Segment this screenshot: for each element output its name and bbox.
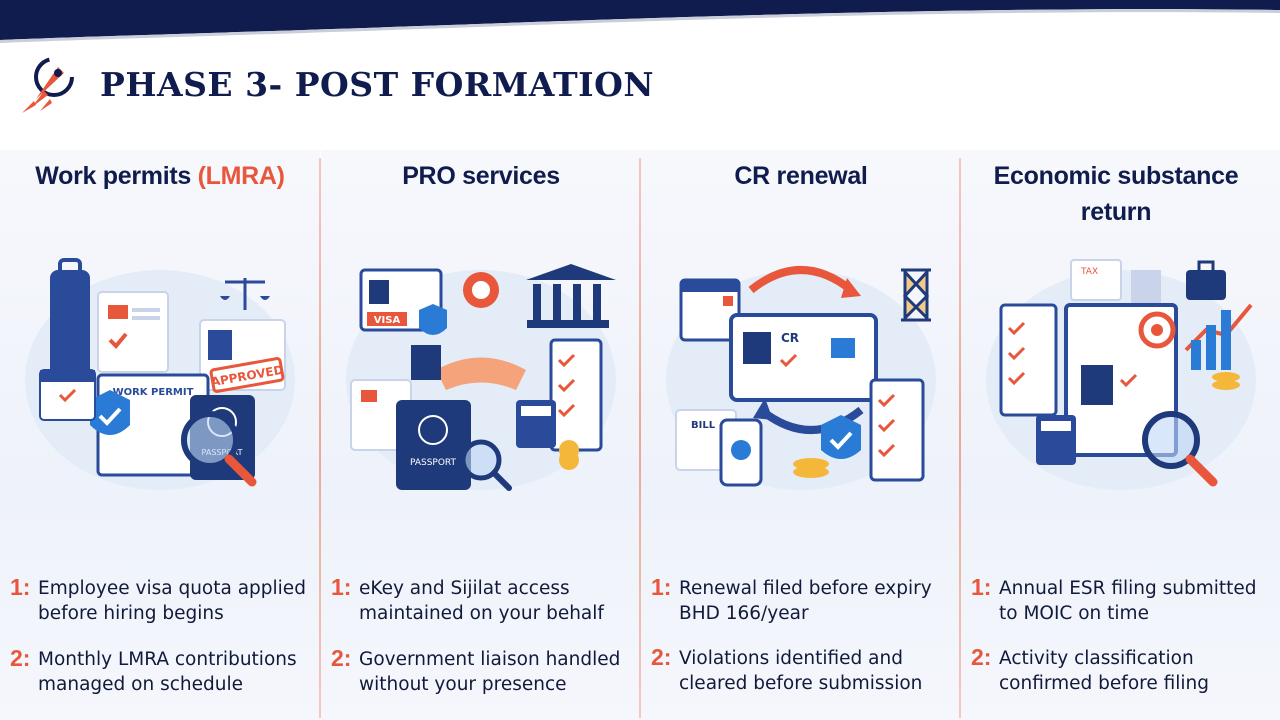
list-item: 2: Activity classification confirmed bef… (971, 644, 1209, 694)
svg-text:CR: CR (781, 331, 799, 345)
list-item: 1: Annual ESR filing submitted to MOIC o… (971, 574, 1257, 624)
columns: Work permits (LMRA) APPROVED WORK PERMIT (0, 150, 1280, 720)
rocket-logo-icon (22, 57, 74, 113)
svg-text:BILL: BILL (691, 420, 716, 431)
column-heading: PRO services (402, 162, 560, 190)
column-work-permits: Work permits (LMRA) APPROVED WORK PERMIT (0, 150, 320, 720)
column-economic-substance: Economic substance return TAX (961, 150, 1280, 720)
top-banner (0, 0, 1280, 43)
cr-renewal-illustration: CR BILL (666, 266, 936, 490)
column-heading: CR renewal (734, 162, 868, 190)
list-item: 2: Government liaison handled without yo… (331, 645, 621, 695)
list-item: 1: eKey and Sijilat access maintained on… (331, 574, 604, 624)
list-item: 2: Monthly LMRA contributions managed on… (10, 645, 297, 695)
column-divider (639, 158, 641, 718)
column-divider (959, 158, 961, 718)
work-permit-illustration: APPROVED WORK PERMIT PASSPORT (25, 258, 295, 490)
column-divider (319, 158, 321, 718)
svg-text:VISA: VISA (374, 315, 401, 326)
column-pro-services: PRO services VISA (321, 150, 641, 720)
esr-illustration: TAX (986, 259, 1256, 490)
header: PHASE 3- POST FORMATION (14, 44, 654, 124)
list-item: 2: Violations identified and cleared bef… (651, 644, 923, 694)
list-item: 1: Employee visa quota applied before hi… (10, 574, 306, 624)
list-item: 1: Renewal filed before expiry BHD 166/y… (651, 574, 932, 624)
svg-text:PASSPORT: PASSPORT (410, 458, 457, 468)
column-heading: Work permits (LMRA) (35, 162, 285, 190)
pro-services-illustration: VISA PASSPORT (346, 264, 616, 491)
svg-text:TAX: TAX (1080, 267, 1098, 277)
svg-text:WORK PERMIT: WORK PERMIT (113, 387, 194, 398)
page-title: PHASE 3- POST FORMATION (100, 64, 654, 104)
column-cr-renewal: CR renewal CR BILL (641, 150, 961, 720)
column-heading: Economic substance return (993, 162, 1239, 226)
